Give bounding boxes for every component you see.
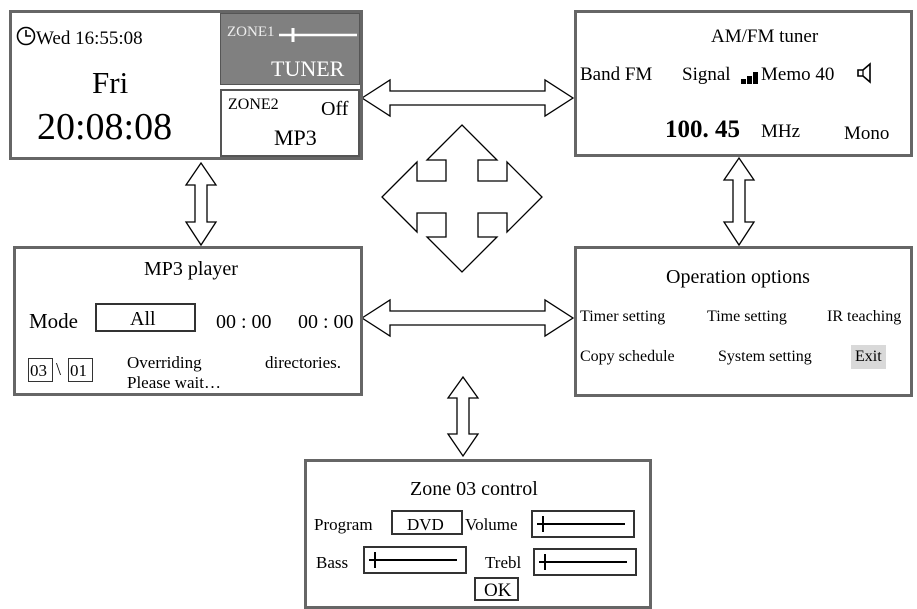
speaker-icon bbox=[857, 62, 871, 84]
elapsed-time: 00 : 00 bbox=[216, 311, 272, 333]
zone1-block[interactable]: ZONE1 TUNER bbox=[220, 13, 360, 85]
message-word1: Overriding bbox=[127, 353, 202, 372]
double-arrow-icon bbox=[360, 78, 575, 118]
double-arrow-icon bbox=[360, 298, 575, 338]
mode-select[interactable]: All bbox=[95, 303, 196, 332]
operation-options-panel: Operation options Timer setting Time set… bbox=[574, 246, 913, 397]
menu-item-time-setting[interactable]: Time setting bbox=[707, 308, 787, 325]
menu-item-copy-schedule[interactable]: Copy schedule bbox=[580, 348, 675, 365]
zone1-source: TUNER bbox=[271, 56, 345, 81]
mode-value: All bbox=[130, 308, 156, 330]
treble-label: Trebl bbox=[485, 553, 522, 572]
options-title: Operation options bbox=[666, 266, 810, 288]
zone-control-title: Zone 03 control bbox=[410, 478, 538, 500]
track-total-box: 01 bbox=[68, 358, 93, 382]
double-arrow-icon bbox=[446, 375, 480, 458]
clock-line: Wed 16:55:08 bbox=[36, 28, 143, 49]
zone2-status: Off bbox=[321, 98, 349, 120]
bass-slider[interactable] bbox=[363, 546, 467, 574]
track-current-box: 03 bbox=[28, 358, 53, 382]
zone-control-panel: Zone 03 control Program DVD Volume Bass … bbox=[304, 459, 652, 609]
menu-item-system-setting[interactable]: System setting bbox=[718, 348, 812, 365]
memo-label: Memo 40 bbox=[761, 64, 835, 85]
program-label: Program bbox=[314, 515, 373, 534]
zone2-block[interactable]: ZONE2 Off MP3 bbox=[220, 89, 360, 157]
zone2-source: MP3 bbox=[274, 125, 317, 150]
frequency-value: 100. 45 bbox=[665, 116, 740, 143]
message-word2: directories. bbox=[265, 353, 341, 372]
four-way-arrow-icon bbox=[381, 124, 543, 273]
mp3-title: MP3 player bbox=[144, 258, 238, 280]
clock-zone-panel: Wed 16:55:08 Fri 20:08:08 ZONE1 TUNER ZO… bbox=[9, 10, 363, 160]
slider-icon bbox=[539, 554, 627, 570]
day-label: Fri bbox=[92, 65, 129, 100]
double-arrow-icon bbox=[184, 161, 218, 247]
tuner-panel: AM/FM tuner Band FM Signal Memo 40 100. … bbox=[574, 10, 913, 157]
stereo-mode: Mono bbox=[844, 123, 890, 144]
signal-label: Signal bbox=[682, 64, 731, 85]
ok-button[interactable]: OK bbox=[474, 577, 519, 601]
ok-label: OK bbox=[484, 580, 512, 601]
program-value: DVD bbox=[407, 515, 444, 534]
total-time: 00 : 00 bbox=[298, 311, 354, 333]
track-separator: \ bbox=[56, 359, 62, 379]
main-time: 20:08:08 bbox=[37, 106, 173, 148]
double-arrow-icon bbox=[722, 156, 756, 247]
treble-slider[interactable] bbox=[533, 548, 637, 576]
slider-icon bbox=[537, 516, 625, 532]
clock-icon bbox=[16, 26, 36, 50]
track-current: 03 bbox=[30, 361, 47, 380]
bass-label: Bass bbox=[316, 553, 349, 572]
zone1-label: ZONE1 bbox=[227, 24, 275, 40]
zone2-label: ZONE2 bbox=[228, 96, 279, 113]
volume-label: Volume bbox=[465, 515, 518, 534]
message-line2: Please wait… bbox=[127, 373, 221, 392]
volume-slider[interactable] bbox=[531, 510, 635, 538]
program-select[interactable]: DVD bbox=[391, 510, 463, 535]
tuner-title: AM/FM tuner bbox=[711, 26, 819, 47]
mode-label: Mode bbox=[29, 309, 78, 333]
slider-icon bbox=[279, 28, 357, 42]
mp3-player-panel: MP3 player Mode All 00 : 00 00 : 00 03 \… bbox=[13, 246, 363, 396]
menu-item-exit[interactable]: Exit bbox=[851, 345, 886, 369]
signal-bars-icon bbox=[741, 72, 758, 84]
menu-item-timer-setting[interactable]: Timer setting bbox=[580, 308, 666, 325]
frequency-unit: MHz bbox=[761, 121, 801, 142]
band-label: Band FM bbox=[580, 64, 653, 85]
track-total: 01 bbox=[70, 361, 87, 380]
menu-item-ir-teaching[interactable]: IR teaching bbox=[827, 308, 902, 325]
slider-icon bbox=[369, 552, 457, 568]
